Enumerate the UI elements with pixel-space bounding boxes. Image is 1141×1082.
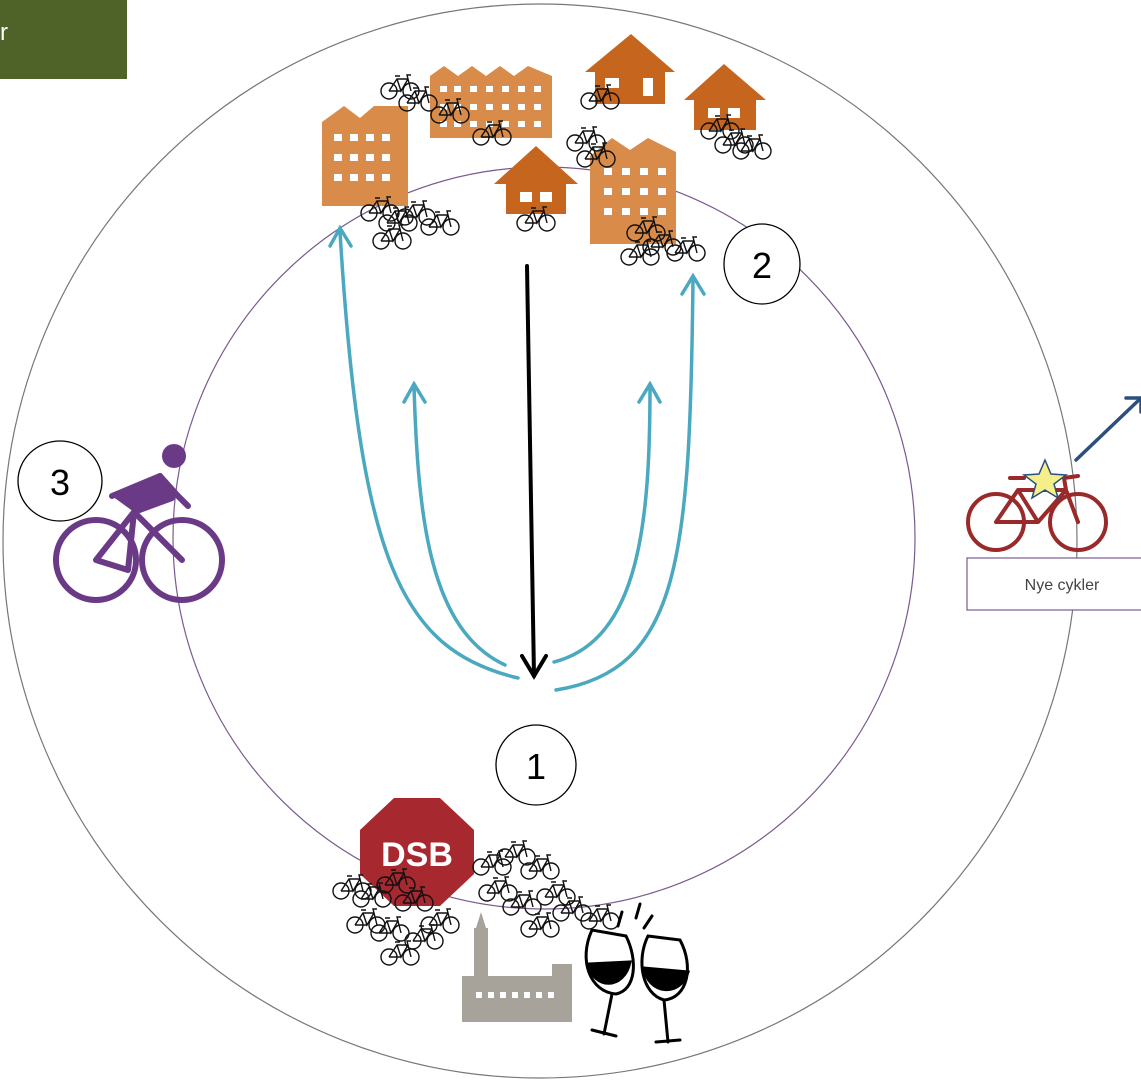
flow-arrow-inner-right	[552, 384, 652, 664]
step-marker-2: 2	[723, 223, 801, 305]
dsb-logo-text: DSB	[381, 836, 453, 874]
step-marker-2-label: 2	[752, 245, 772, 286]
bicycle-icon	[380, 74, 420, 100]
step-marker-1-label: 1	[526, 746, 546, 787]
new-bikes-label: Nye cykler	[1025, 577, 1100, 594]
bicycle-icon	[520, 854, 560, 880]
bicycle-icon	[580, 904, 620, 930]
bicycle-icon	[478, 876, 518, 902]
house-icon	[494, 146, 578, 214]
step-marker-3-label: 3	[50, 462, 70, 503]
bicycle-icon	[380, 940, 420, 966]
arrowhead	[680, 272, 706, 296]
flow-arrow-outer-right	[554, 276, 695, 692]
bicycle-icon	[502, 890, 542, 916]
flow-arrow-inner-left	[412, 384, 507, 667]
return-arrow	[520, 264, 548, 680]
arrowhead	[637, 380, 662, 404]
outer-ring	[2, 3, 1078, 1079]
apartment-building-icon	[322, 106, 408, 206]
cyclist-icon	[53, 444, 225, 603]
step-marker-3: 3	[17, 440, 103, 522]
bicycle-icon	[346, 908, 386, 934]
bicycle-icon	[370, 916, 410, 942]
flow-arrow-outer-left	[338, 230, 520, 680]
city-hall-icon	[462, 912, 572, 1022]
flow-arrows-out	[328, 224, 706, 692]
corner-tab[interactable]: r	[0, 0, 127, 79]
bicycle-icon	[496, 840, 536, 866]
dsb-logo-icon: DSB	[360, 798, 474, 906]
arrowhead	[402, 380, 427, 404]
house-icon	[684, 64, 766, 130]
star-icon	[1021, 458, 1069, 500]
apartment-building-icon	[430, 66, 552, 138]
arrowhead	[328, 224, 353, 248]
exit-arrow	[1074, 396, 1141, 462]
corner-tab-bg	[0, 0, 127, 79]
bicycle-icon	[472, 850, 512, 876]
corner-tab-label: r	[0, 19, 8, 46]
bicycle-icon	[404, 924, 444, 950]
new-bikes-label-box: Nye cykler	[966, 557, 1141, 611]
bicycle-icon	[372, 224, 412, 250]
step-marker-1: 1	[495, 724, 577, 806]
wine-glasses-icon	[584, 902, 690, 1044]
